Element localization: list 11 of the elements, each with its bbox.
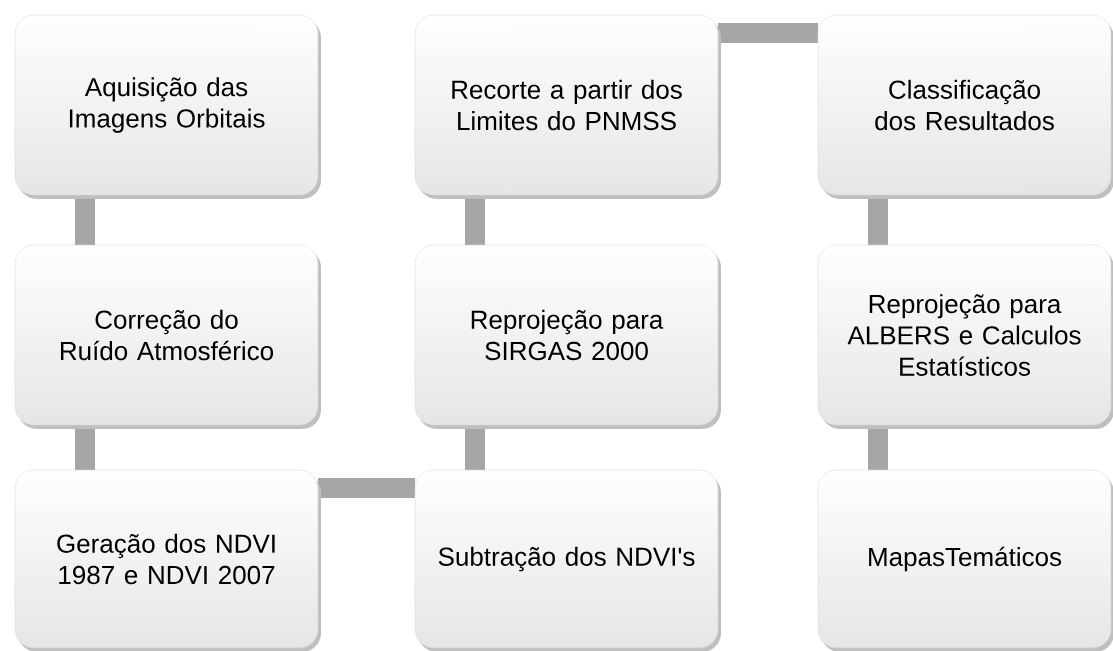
process-box: Subtração dos NDVI's — [414, 469, 721, 651]
process-box: Reprojeção para ALBERS e Calculos Estatísticos — [817, 244, 1113, 429]
connector-bar — [718, 23, 818, 43]
process-box: Reprojeção para SIRGAS 2000 — [414, 244, 721, 429]
process-box: Correção do Ruído Atmosférico — [14, 244, 321, 429]
process-box: Classificação dos Resultados — [817, 14, 1113, 199]
process-box: Aquisição das Imagens Orbitais — [14, 14, 321, 199]
process-box: MapasTemáticos — [817, 469, 1113, 651]
process-box: Geração dos NDVI 1987 e NDVI 2007 — [14, 469, 321, 651]
connector-bar — [318, 478, 415, 498]
process-box: Recorte a partir dos Limites do PNMSS — [414, 14, 721, 199]
